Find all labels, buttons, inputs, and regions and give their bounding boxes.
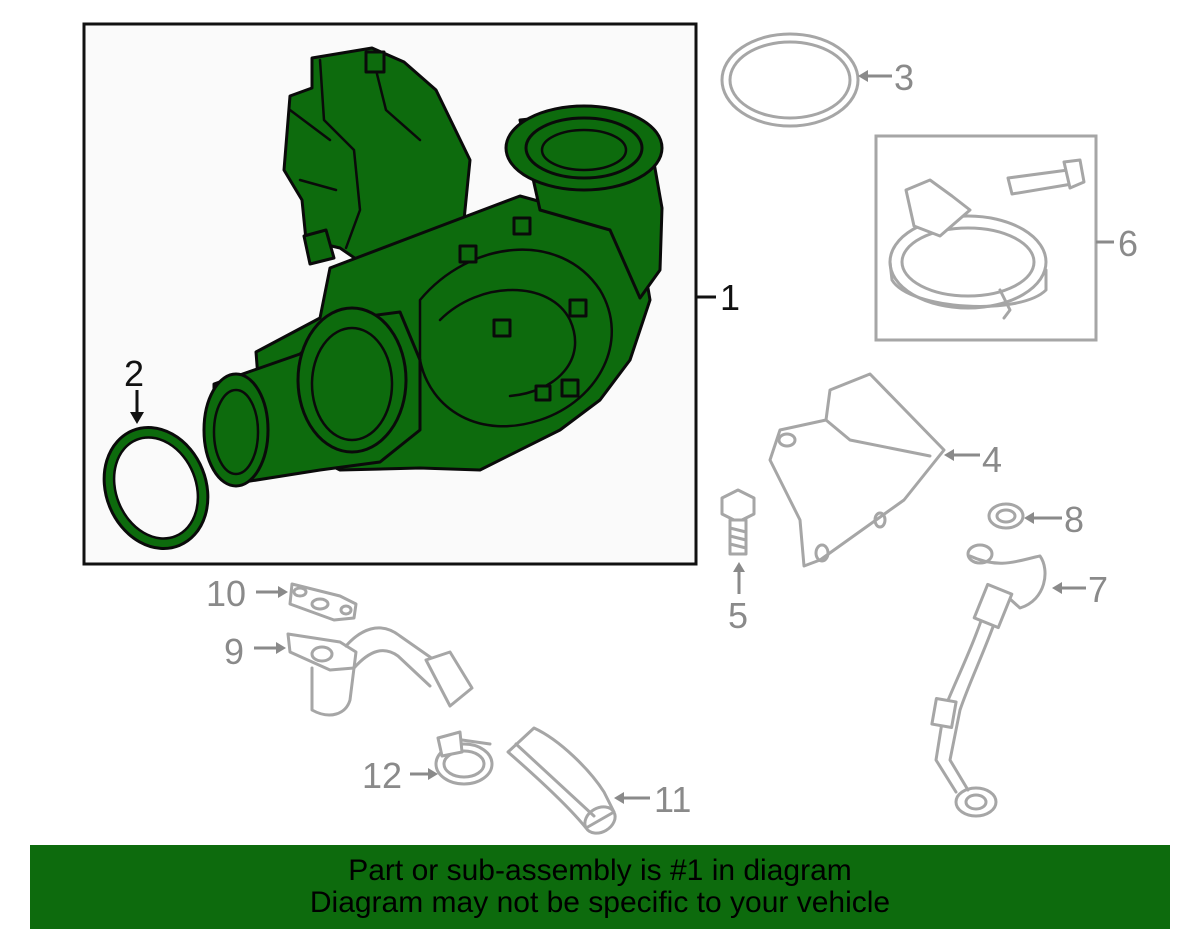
callout-10: 10: [206, 573, 246, 614]
callout-8: 8: [1064, 499, 1084, 540]
callout-3: 3: [894, 57, 914, 98]
callout-5: 5: [728, 595, 748, 636]
oil-return-tube-part-9[interactable]: [286, 626, 474, 717]
callout-2: 2: [124, 353, 144, 394]
washer-part-8[interactable]: [987, 502, 1025, 530]
callout-6: 6: [1118, 223, 1138, 264]
seal-ring-part-3[interactable]: [720, 32, 860, 128]
oil-line-part-7[interactable]: [930, 543, 1047, 818]
gasket-part-10[interactable]: [288, 582, 358, 622]
hose-part-11[interactable]: [506, 726, 620, 838]
gasket-part-2[interactable]: [86, 412, 225, 564]
turbocharger-part-1[interactable]: [202, 46, 664, 488]
callout-7: 7: [1088, 569, 1108, 610]
hose-clamp-part-12[interactable]: [434, 730, 494, 786]
bolt-part-5[interactable]: [720, 488, 756, 556]
callout-9: 9: [224, 631, 244, 672]
clamp-part-6[interactable]: [888, 158, 1086, 320]
parts-diagram: 1 2 3 6 4 5: [82, 22, 1138, 838]
banner-line-1: Part or sub-assembly is #1 in diagram: [348, 854, 852, 887]
callout-11: 11: [654, 779, 691, 820]
callout-1: 1: [720, 277, 740, 318]
bracket-part-4[interactable]: [768, 372, 946, 568]
banner-line-2: Diagram may not be specific to your vehi…: [309, 886, 891, 919]
callout-12: 12: [362, 755, 402, 796]
callout-4: 4: [982, 439, 1002, 480]
notice-banner: Part or sub-assembly is #1 in diagram Di…: [30, 845, 1170, 929]
clamp-kit-frame: [874, 134, 1098, 342]
